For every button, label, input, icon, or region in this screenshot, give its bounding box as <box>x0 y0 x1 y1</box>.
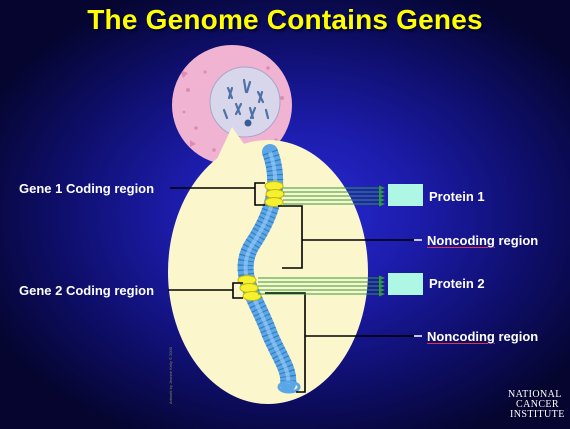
nci-logo-line-1: NATIONAL <box>508 389 562 400</box>
nci-logo: NATIONAL CANCER INSTITUTE <box>508 390 564 420</box>
region-word: region <box>494 233 539 248</box>
nci-logo-line-2: CANCER <box>516 399 559 410</box>
protein-2-arrows <box>258 275 385 297</box>
label-leaders <box>414 239 422 337</box>
page-title: The Genome Contains Genes <box>87 4 483 35</box>
cell-illustration <box>172 45 292 165</box>
zoom-oval <box>168 127 368 404</box>
protein-1-arrows <box>283 185 385 207</box>
noncoding-word: Noncoding <box>427 233 495 248</box>
noncoding-region-label-1: Noncoding region <box>427 233 538 248</box>
gene-1-segment <box>264 181 285 207</box>
nci-logo-line-3: INSTITUTE <box>510 409 565 420</box>
noncoding-region-label-2: Noncoding region <box>427 329 538 344</box>
protein-2-label: Protein 2 <box>429 276 485 291</box>
region-word: region <box>494 329 539 344</box>
dna-strand <box>237 144 301 394</box>
protein-1-label: Protein 1 <box>429 189 485 204</box>
gene-1-label: Gene 1 Coding region <box>19 181 155 196</box>
protein-1-box <box>388 184 423 206</box>
bracket-lines <box>168 182 414 393</box>
chromosomes <box>222 78 270 120</box>
artwork-credit: Artwork by Jeanne Kelly © 2000 <box>168 347 173 404</box>
noncoding-word: Noncoding <box>427 329 495 344</box>
gene-2-segment <box>237 275 262 301</box>
protein-2-box <box>388 273 423 295</box>
gene-2-label: Gene 2 Coding region <box>19 283 155 298</box>
